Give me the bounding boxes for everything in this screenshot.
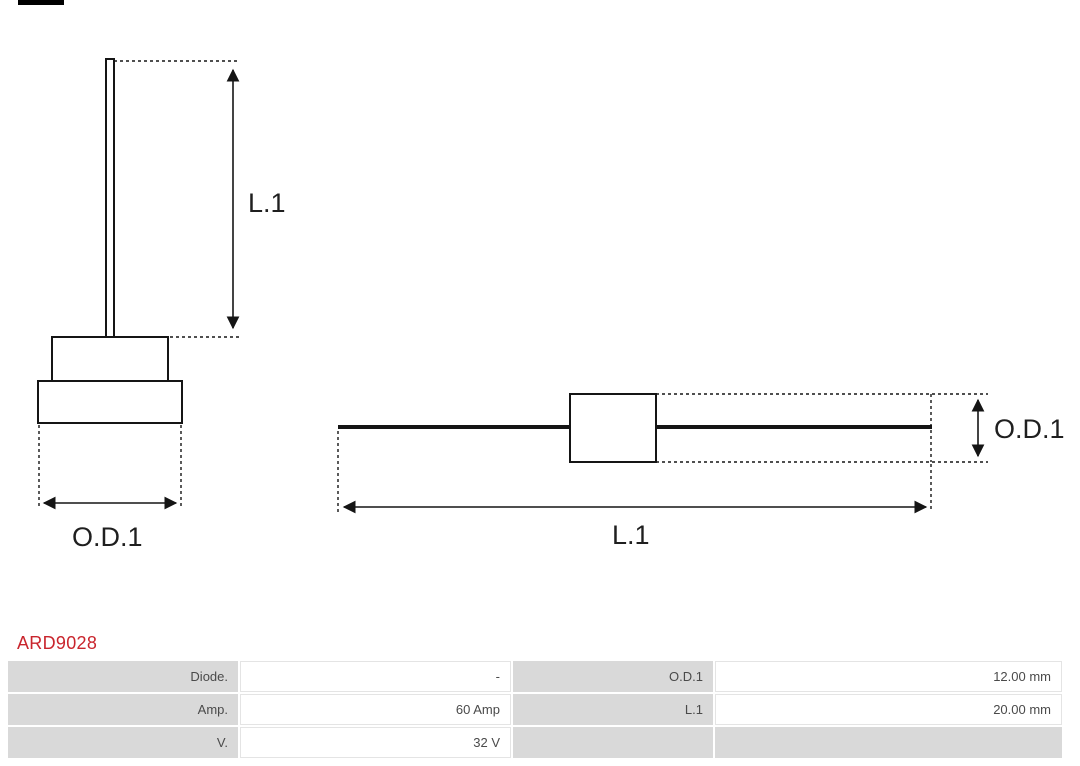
spec-table: Diode. - O.D.1 12.00 mm Amp. 60 Amp L.1 …	[8, 661, 1062, 758]
spec-value-diode: -	[240, 661, 511, 692]
spec-label-amp: Amp.	[8, 694, 238, 725]
diode-pin	[105, 58, 115, 338]
spec-value-amp: 60 Amp	[240, 694, 511, 725]
dim-label-length-right: L.1	[612, 520, 650, 550]
spec-label-od1: O.D.1	[513, 661, 713, 692]
spec-value-blank	[715, 727, 1062, 758]
product-code: ARD9028	[17, 633, 98, 653]
diode-body-base	[37, 380, 183, 424]
spec-label-voltage: V.	[8, 727, 238, 758]
dim-label-length-left: L.1	[248, 188, 286, 218]
dim-label-diameter-right: O.D.1	[994, 414, 1065, 444]
diode-body	[569, 393, 657, 463]
dim-label-diameter-left: O.D.1	[72, 522, 143, 552]
spec-value-od1: 12.00 mm	[715, 661, 1062, 692]
diode-dimension-diagram: L.1 O.D.1 O.D.1 L.1	[37, 58, 1065, 552]
spec-label-blank	[513, 727, 713, 758]
spec-label-diode: Diode.	[8, 661, 238, 692]
spec-value-l1: 20.00 mm	[715, 694, 1062, 725]
spec-label-l1: L.1	[513, 694, 713, 725]
press-fit-diode-figure	[37, 58, 240, 510]
diode-body-top-step	[51, 336, 169, 382]
top-left-mark	[18, 0, 64, 5]
axial-diode-figure	[337, 393, 988, 514]
spec-value-voltage: 32 V	[240, 727, 511, 758]
